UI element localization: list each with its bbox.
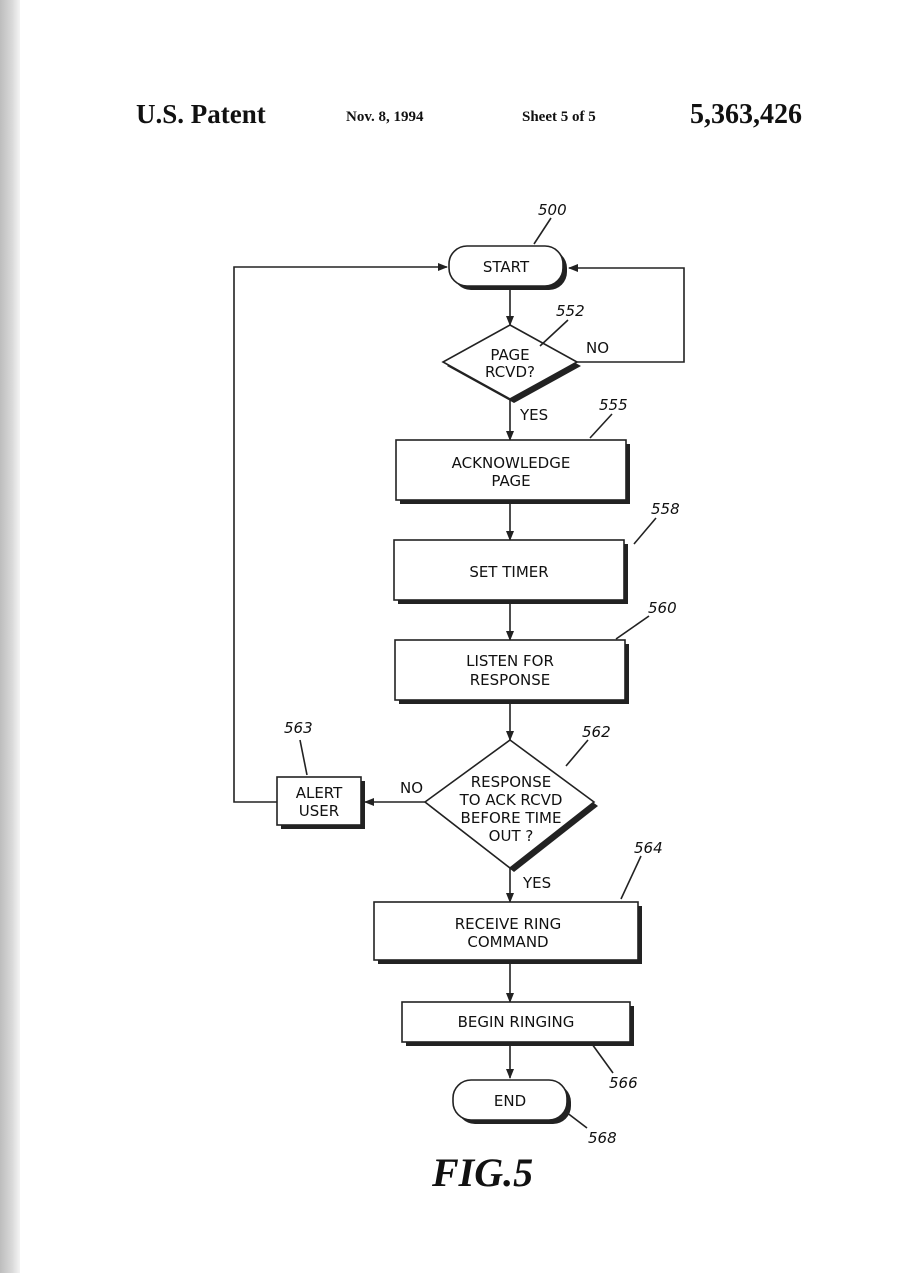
ref-564: 564	[634, 839, 663, 857]
ref-566: 566	[609, 1074, 638, 1092]
alert-line1: ALERT	[296, 784, 343, 802]
receive-line2: COMMAND	[467, 933, 548, 951]
ref-560: 560	[648, 599, 677, 617]
alert-line2: USER	[299, 802, 339, 820]
page-yes-label: YES	[519, 406, 548, 424]
acknowledge-page-box: ACKNOWLEDGE PAGE	[396, 440, 630, 504]
ref-568: 568	[588, 1129, 617, 1147]
start-label: START	[483, 258, 530, 276]
figure-label: FIG.5	[431, 1150, 533, 1195]
page-rcvd-line2: RCVD?	[485, 363, 535, 381]
page-rcvd-line1: PAGE	[490, 346, 529, 364]
response-line3: BEFORE TIME	[461, 809, 562, 827]
ref-562: 562	[582, 723, 611, 741]
listen-line2: RESPONSE	[470, 671, 551, 689]
leader-568	[566, 1112, 587, 1128]
listen-line1: LISTEN FOR	[466, 652, 554, 670]
response-line2: TO ACK RCVD	[459, 791, 563, 809]
response-yes-label: YES	[522, 874, 551, 892]
leader-562	[566, 740, 588, 766]
arrow-alert-loop	[234, 267, 447, 802]
leader-552	[540, 320, 568, 346]
alert-user-box: ALERT USER	[277, 777, 365, 829]
receive-line1: RECEIVE RING	[455, 915, 561, 933]
set-timer-box: SET TIMER	[394, 540, 628, 604]
leader-500	[534, 218, 551, 244]
end-terminal: END	[453, 1080, 571, 1124]
leader-558	[634, 518, 656, 544]
ref-558: 558	[651, 500, 680, 518]
begin-ringing-box: BEGIN RINGING	[402, 1002, 634, 1046]
listen-box: LISTEN FOR RESPONSE	[395, 640, 629, 704]
response-line1: RESPONSE	[471, 773, 552, 791]
end-label: END	[494, 1092, 526, 1110]
receive-ring-box: RECEIVE RING COMMAND	[374, 902, 642, 964]
acknowledge-line2: PAGE	[491, 472, 530, 490]
ref-500: 500	[538, 201, 567, 219]
leader-555	[590, 414, 612, 438]
response-no-label: NO	[400, 779, 423, 797]
ref-552: 552	[556, 302, 585, 320]
set-timer-label: SET TIMER	[469, 563, 548, 581]
ref-555: 555	[599, 396, 628, 414]
page-rcvd-decision: PAGE RCVD?	[443, 325, 581, 403]
page-no-label: NO	[586, 339, 609, 357]
leader-560	[616, 616, 649, 639]
leader-566	[592, 1044, 613, 1073]
begin-ringing-label: BEGIN RINGING	[458, 1013, 575, 1031]
acknowledge-line1: ACKNOWLEDGE	[452, 454, 571, 472]
ref-563: 563	[284, 719, 313, 737]
start-terminal: START	[449, 246, 567, 290]
leader-563	[300, 740, 307, 775]
response-line4: OUT ?	[489, 827, 534, 845]
leader-564	[621, 856, 641, 899]
